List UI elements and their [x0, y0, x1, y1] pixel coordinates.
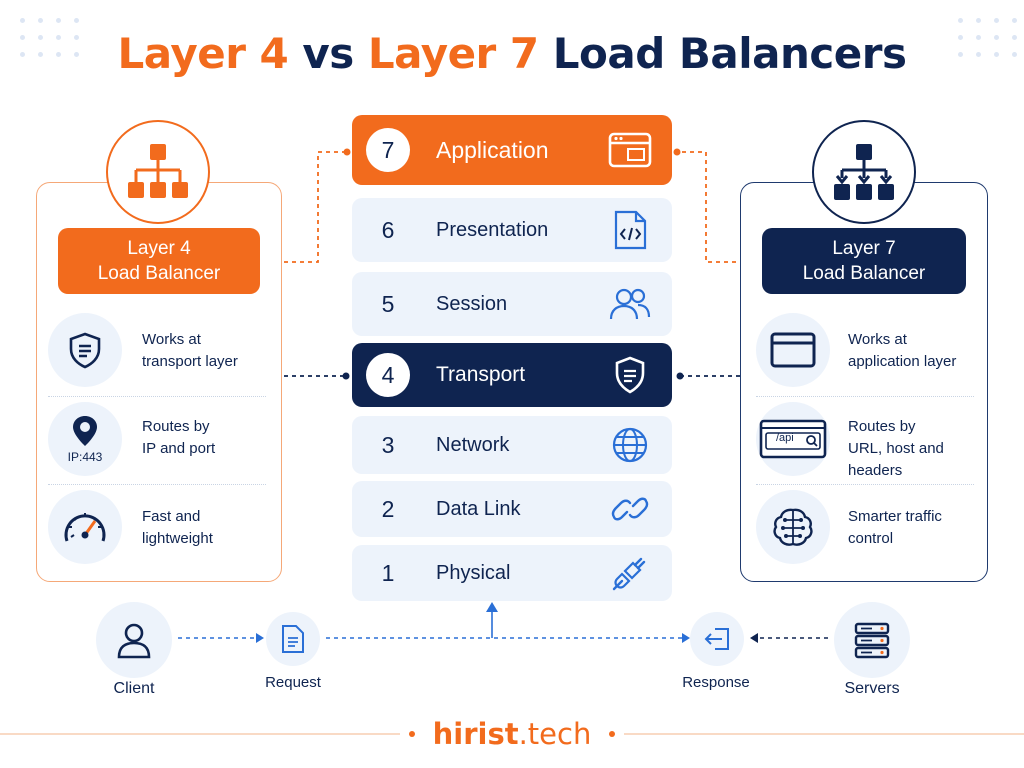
layer7-feature-icon: [756, 313, 830, 387]
layer7-feature-icon: [756, 490, 830, 564]
shield-icon: [608, 353, 652, 397]
shield-icon: [69, 332, 101, 369]
layer-number: 2: [381, 495, 395, 522]
feature-line: transport layer: [142, 353, 238, 370]
location-pin-icon: [73, 416, 97, 446]
layer-number: 1: [381, 559, 395, 586]
osi-layer-transport: 4 Transport: [352, 343, 672, 407]
brand-name: hirist: [432, 717, 519, 751]
layer7-icon-circle: [812, 120, 916, 224]
layer4-banner-subtitle: Load Balancer: [97, 263, 221, 284]
ip-badge: IP:443: [67, 450, 103, 464]
return-arrow-icon: [704, 628, 729, 650]
servers-circle: [834, 602, 910, 678]
layer-name: Transport: [436, 363, 526, 386]
feature-line: IP and port: [142, 440, 216, 457]
brand-suffix: .tech: [518, 717, 592, 751]
feature-line: headers: [848, 462, 903, 479]
divider: [756, 484, 974, 485]
osi-layer-session: 5 Session: [352, 272, 672, 336]
decorative-dots: [20, 18, 80, 57]
browser-window-icon: [770, 332, 816, 368]
feature-line: Routes by: [848, 418, 916, 435]
feature-line: Works at: [142, 331, 201, 348]
layer7-banner: Layer 7 Load Balancer: [762, 228, 966, 294]
response-label: Response: [682, 674, 750, 691]
layer4-banner: Layer 4 Load Balancer: [58, 228, 260, 294]
url-search-icon: [759, 419, 827, 459]
osi-layer-physical: 1 Physical: [352, 545, 672, 601]
layer7-feature-icon: /api: [756, 402, 830, 476]
layer-name: Presentation: [436, 218, 549, 241]
user-icon: [117, 623, 151, 659]
layer7-feature-text: Works at application layer: [848, 329, 956, 373]
request-label: Request: [265, 674, 321, 691]
layer-number: 7: [366, 128, 410, 172]
osi-layer-presentation: 6 Presentation: [352, 198, 672, 262]
layer4-feature-icon: [48, 313, 122, 387]
feature-line: Fast and: [142, 508, 201, 525]
feature-line: Routes by: [142, 418, 210, 435]
speedometer-icon: [64, 513, 106, 542]
feature-line: lightweight: [142, 530, 213, 547]
globe-icon: [608, 423, 652, 467]
layer4-icon-circle: [106, 120, 210, 224]
brain-icon: [773, 508, 813, 546]
layer-number: 4: [366, 353, 410, 397]
layer-name: Session: [436, 292, 508, 315]
api-badge: /api: [776, 432, 794, 444]
layer-name: Application: [436, 136, 549, 163]
divider: [48, 396, 266, 397]
client-circle: [96, 602, 172, 678]
feature-line: application layer: [848, 353, 957, 370]
network-hierarchy-icon: [834, 144, 894, 200]
layer-name: Network: [436, 433, 510, 456]
server-icon: [854, 622, 890, 659]
osi-layer-data-link: 2 Data Link: [352, 481, 672, 537]
layer4-feature-text: Works at transport layer: [142, 329, 238, 373]
layer-name: Data Link: [436, 497, 521, 520]
plug-icon: [608, 551, 652, 595]
feature-line: control: [848, 530, 894, 547]
divider: [756, 396, 974, 397]
layer-number: 6: [381, 216, 395, 243]
title-load-balancers: Load Balancers: [538, 29, 907, 78]
feature-line: URL, host and: [848, 440, 944, 457]
layer7-banner-title: Layer 7: [832, 238, 896, 259]
layer4-feature-icon: [48, 490, 122, 564]
layer7-banner-subtitle: Load Balancer: [802, 263, 926, 284]
layer-name: Physical: [436, 561, 511, 584]
page-title: Layer 4 vs Layer 7 Load Balancers: [0, 26, 1024, 82]
users-icon: [608, 282, 652, 326]
title-vs: vs: [288, 29, 368, 78]
document-icon: [282, 625, 304, 653]
decorative-dots: [958, 18, 1018, 57]
osi-layer-application: 7 Application: [352, 115, 672, 185]
layer4-feature-text: Routes by IP and port: [142, 416, 215, 460]
feature-line: Works at: [848, 331, 907, 348]
code-file-icon: [608, 208, 652, 252]
layer-number: 3: [381, 431, 395, 458]
layer4-feature-text: Fast and lightweight: [142, 506, 213, 550]
request-circle: [266, 612, 320, 666]
title-layer7: Layer 7: [367, 29, 539, 78]
feature-line: Smarter traffic: [848, 508, 942, 525]
layer7-feature-text: Smarter traffic control: [848, 506, 942, 550]
layer4-banner-title: Layer 4: [127, 238, 191, 259]
browser-window-icon: [608, 128, 652, 172]
layer4-feature-icon: IP:443: [48, 402, 122, 476]
layer-number: 5: [381, 290, 395, 317]
brand-logo: hirist.tech: [0, 714, 1024, 754]
network-hierarchy-icon: [128, 144, 188, 198]
servers-label: Servers: [844, 680, 900, 697]
layer7-feature-text: Routes by URL, host and headers: [848, 416, 944, 482]
response-circle: [690, 612, 744, 666]
divider: [48, 484, 266, 485]
title-layer4: Layer 4: [117, 29, 289, 78]
client-label: Client: [113, 680, 155, 697]
osi-layer-network: 3 Network: [352, 416, 672, 474]
chain-link-icon: [608, 487, 652, 531]
